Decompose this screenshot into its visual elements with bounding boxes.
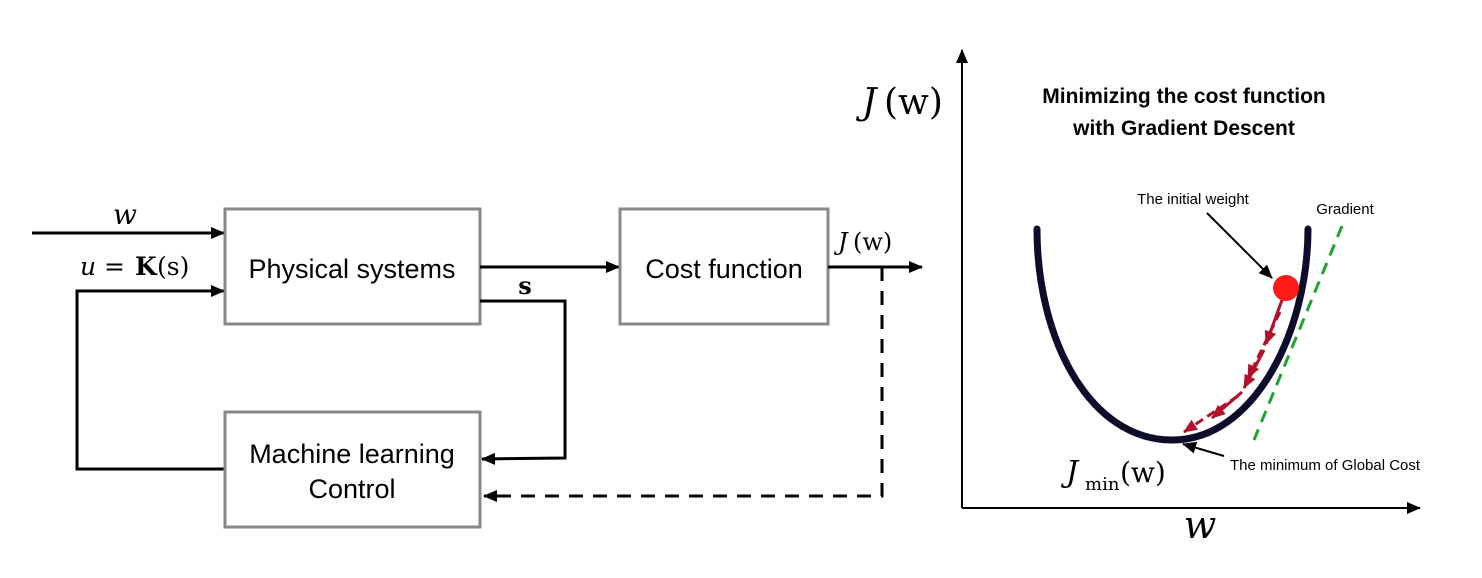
svg-text:K: K <box>135 252 158 281</box>
cost-function-box <box>618 207 830 326</box>
descent-arrow-5 <box>1211 390 1243 420</box>
plot-title-line1: Minimizing the cost function <box>1042 85 1325 108</box>
cost-curve <box>1033 225 1312 444</box>
svg-text:(w): (w) <box>1120 456 1166 489</box>
y-axis-label: J (w) <box>855 82 943 123</box>
svg-text:(w): (w) <box>853 228 892 256</box>
gradient-label: Gradient <box>1316 201 1374 218</box>
svg-text:min: min <box>1085 474 1120 495</box>
svg-text:(s): (s) <box>157 252 189 281</box>
feedback-control-line <box>75 285 225 471</box>
dashed-feedback-line <box>483 267 884 502</box>
cost-function-label: Cost function <box>645 254 803 284</box>
physical-systems-label: Physical systems <box>248 254 455 284</box>
initial-weight-label: The initial weight <box>1137 191 1250 208</box>
input-w-label: w <box>113 198 137 231</box>
initial-weight-point <box>1273 275 1299 301</box>
s-signal-line <box>480 299 567 465</box>
svg-text:J: J <box>833 228 849 256</box>
block-diagram: w u = K (s) Physical systems s Cost func… <box>32 198 923 529</box>
descent-arrow-4 <box>1183 394 1239 434</box>
descent-arrow-1 <box>1264 299 1284 345</box>
descent-arrow-3 <box>1246 311 1282 379</box>
x-axis-label: w <box>1184 503 1217 547</box>
svg-text:J: J <box>1060 455 1080 490</box>
plot-title-line2: with Gradient Descent <box>1072 117 1295 140</box>
minimum-label: The minimum of Global Cost <box>1230 457 1421 474</box>
input-u-label: u = K (s) <box>80 252 189 281</box>
gradient-descent-plot: J (w) w Minimizing the cost function wit… <box>855 49 1421 547</box>
svg-text:(w): (w) <box>884 82 943 123</box>
svg-text:=: = <box>104 252 125 281</box>
minimum-pointer <box>1182 441 1225 457</box>
ml-control-label-line1: Machine learning <box>249 439 455 469</box>
jmin-label: J min (w) <box>1060 455 1166 495</box>
initial-weight-pointer <box>1206 212 1273 279</box>
ml-control-box <box>223 410 482 529</box>
svg-text:u: u <box>80 252 96 281</box>
gradient-tangent-line <box>1252 225 1344 441</box>
s-signal-label: s <box>518 271 532 300</box>
svg-text:J: J <box>855 82 879 123</box>
output-j-label: J (w) <box>833 228 892 256</box>
ml-control-label-line2: Control <box>308 474 395 504</box>
